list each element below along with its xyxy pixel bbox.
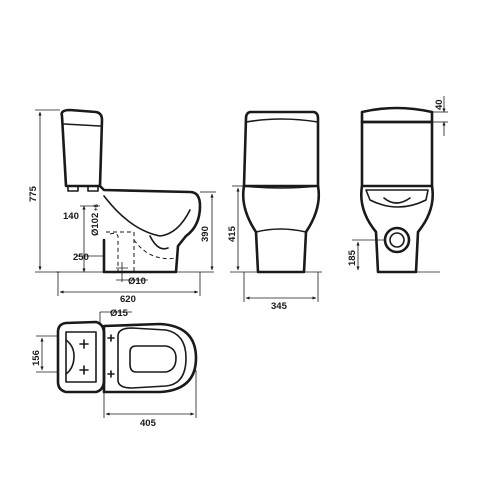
- dim-seat-height: 415: [227, 225, 238, 242]
- dim-bowl-height: 390: [200, 226, 211, 242]
- dim-drain-height: 140: [63, 211, 79, 222]
- dim-drain-diameter: Ø102: [90, 213, 101, 236]
- top-view: Ø15 156 405: [31, 308, 198, 429]
- dim-floor-outlet: 250: [73, 252, 89, 263]
- dim-bowl-length: 405: [140, 418, 157, 429]
- dim-drain-diameter-sub: +6: [94, 203, 100, 211]
- front-view: 415 345: [227, 110, 322, 312]
- dim-total-width: 345: [271, 301, 288, 312]
- dim-tank-width: 156: [31, 350, 42, 366]
- dim-total-height: 775: [28, 185, 39, 202]
- dim-water-inlet: Ø15: [110, 308, 129, 319]
- dim-lid-height: 40: [434, 99, 445, 110]
- side-view: 775 140 Ø102 +6 250 Ø10 390 620: [28, 108, 216, 305]
- dim-fixing-diameter: Ø10: [128, 276, 146, 287]
- dim-outlet-height: 185: [347, 249, 358, 266]
- dim-total-depth: 620: [120, 294, 136, 305]
- rear-view: 40 185: [347, 96, 448, 274]
